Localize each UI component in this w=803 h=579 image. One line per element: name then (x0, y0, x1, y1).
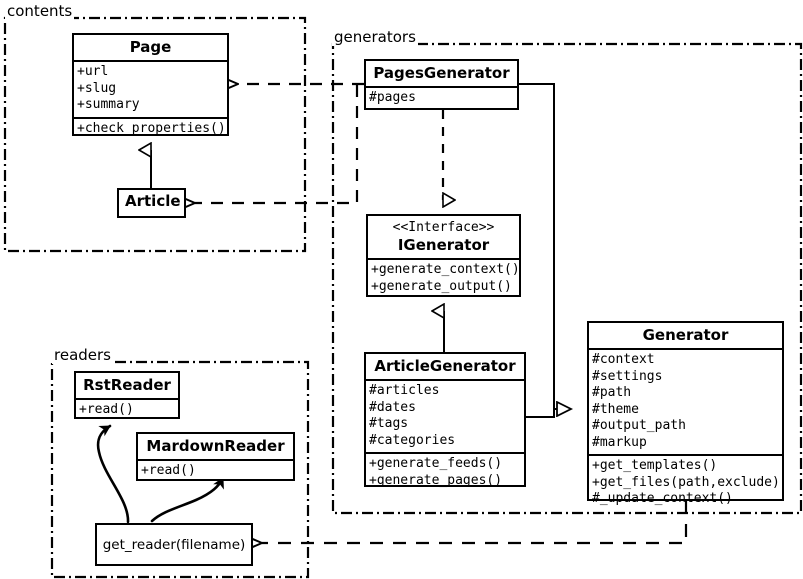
class-rstreader[interactable]: RstReader +read() (74, 371, 180, 419)
operation: +generate_output() (371, 278, 512, 294)
operation: +check_properties() (77, 120, 226, 136)
class-articlegenerator-name: ArticleGenerator (374, 357, 516, 375)
attribute: #theme (592, 401, 639, 417)
edge-articlegenerator-inherits-generator (526, 409, 555, 418)
class-articlegenerator-operations: +generate_feeds() +generate_pages() (366, 452, 524, 492)
class-pagesgenerator-name: PagesGenerator (373, 64, 510, 82)
attribute: +summary (77, 97, 140, 112)
attribute: #dates (369, 399, 416, 415)
class-igenerator[interactable]: <<Interface>> IGenerator +generate_conte… (366, 214, 521, 297)
class-mardownreader[interactable]: MardownReader +read() (136, 432, 295, 481)
attribute: #output_path (592, 418, 686, 433)
class-mardownreader-name: MardownReader (146, 437, 285, 455)
package-label-contents: contents (5, 2, 75, 20)
class-pagesgenerator[interactable]: PagesGenerator #pages (364, 59, 519, 110)
operation: +generate_context() (371, 262, 520, 277)
class-pagesgenerator-attributes: #pages (366, 86, 517, 110)
edge-generator-uses-get_reader (262, 501, 688, 543)
class-article-name: Article (125, 192, 181, 210)
class-igenerator-header: <<Interface>> IGenerator (368, 216, 519, 258)
operation: +get_templates() (592, 458, 718, 473)
attribute: #tags (369, 416, 409, 431)
attribute: #path (592, 385, 632, 400)
class-article[interactable]: Article (117, 188, 186, 218)
class-igenerator-name: IGenerator (397, 236, 490, 254)
class-igenerator-stereotype: <<Interface>> (392, 220, 495, 235)
class-page-operations: +check_properties() (74, 116, 227, 141)
attribute: #markup (592, 434, 647, 450)
operation: +get_files(path,exclude) (592, 474, 780, 490)
package-label-readers: readers (52, 346, 113, 364)
class-generator-operations: +get_templates() +get_files(path,exclude… (589, 454, 782, 511)
edge-pagesgenerator-inherits-generator (519, 83, 571, 409)
edge-get_reader-returns-rstreader (96, 424, 130, 524)
class-rstreader-operations: +read() (76, 398, 178, 422)
class-igenerator-operations: +generate_context() +generate_output() (368, 258, 520, 298)
operation: #_update_context() (592, 491, 733, 506)
attribute: #articles (369, 383, 440, 398)
class-page[interactable]: Page +url +slug +summary +check_properti… (72, 33, 229, 136)
attribute: #settings (592, 368, 663, 384)
operation: +read() (141, 463, 196, 478)
class-rstreader-name: RstReader (83, 376, 171, 394)
class-mardownreader-operations: +read() (138, 459, 293, 483)
function-get-reader[interactable]: get_reader(filename) (95, 523, 253, 566)
class-generator-attributes: #context #settings #path #theme #output_… (589, 348, 782, 454)
function-get-reader-label: get_reader(filename) (102, 536, 246, 553)
attribute: #context (592, 352, 655, 367)
attribute: #pages (369, 90, 416, 105)
package-frame-readers (50, 360, 310, 579)
class-articlegenerator-attributes: #articles #dates #tags #categories (366, 379, 524, 452)
class-page-attributes: +url +slug +summary (74, 60, 227, 117)
class-generator[interactable]: Generator #context #settings #path #them… (587, 321, 784, 506)
operation: +generate_feeds() (369, 456, 503, 471)
package-frame-contents (3, 16, 307, 253)
operation: +read() (79, 402, 134, 417)
attribute: +slug (77, 80, 117, 96)
class-articlegenerator[interactable]: ArticleGenerator #articles #dates #tags … (364, 352, 526, 488)
package-frame-generators (331, 42, 803, 515)
class-generator-name: Generator (642, 326, 729, 344)
attribute: +url (77, 64, 109, 79)
edge-get_reader-returns-mardownreader (150, 476, 225, 523)
class-page-name: Page (129, 38, 172, 56)
package-label-generators: generators (332, 28, 418, 46)
attribute: #categories (369, 432, 456, 448)
operation: +generate_pages() (369, 472, 503, 488)
